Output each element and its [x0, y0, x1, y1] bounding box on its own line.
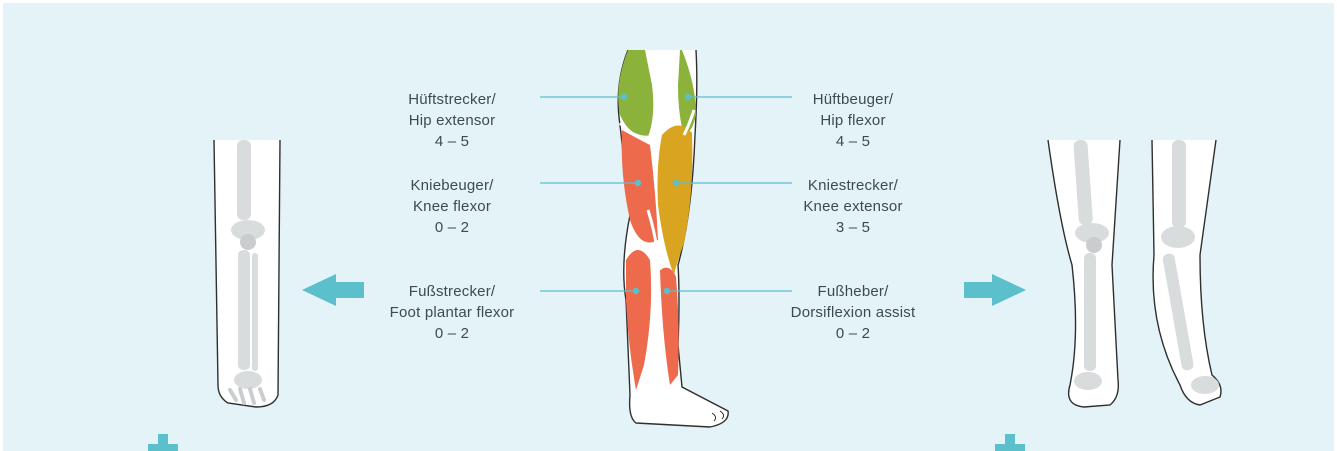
label-knee-flexor: Kniebeuger/ Knee flexor 0 – 2 [342, 175, 562, 238]
label-hip-flexor: Hüftbeuger/ Hip flexor 4 – 5 [743, 89, 963, 152]
label-knee-extensor: Kniestrecker/ Knee extensor 3 – 5 [743, 175, 963, 238]
label-hip-extensor: Hüftstrecker/ Hip extensor 4 – 5 [342, 89, 562, 152]
label-foot-plantar-flexor: Fußstrecker/ Foot plantar flexor 0 – 2 [342, 281, 562, 344]
label-dorsiflexion-assist: Fußheber/ Dorsiflexion assist 0 – 2 [743, 281, 963, 344]
